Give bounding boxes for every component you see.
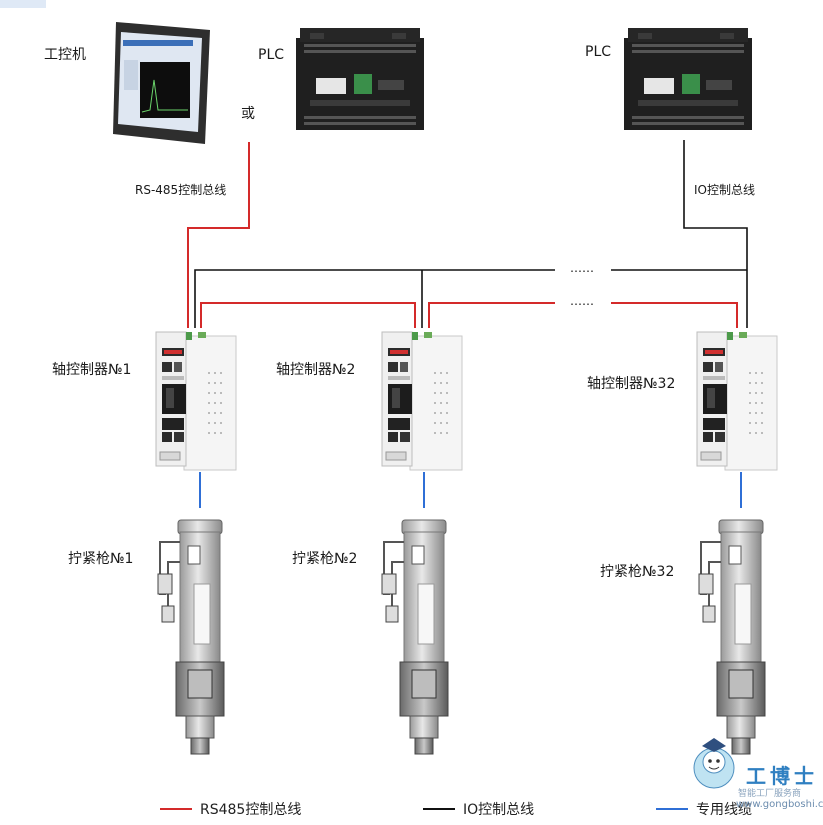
legend-swatch-io	[423, 808, 455, 810]
watermark-title: 工博士	[746, 764, 818, 788]
io-bus	[194, 140, 748, 328]
tool-label-2: 拧紧枪№2	[292, 551, 358, 567]
legend-rs485: RS485控制总线	[160, 800, 301, 818]
axis-controller-2-image	[381, 331, 463, 471]
watermark-subtitle: 智能工厂服务商	[738, 789, 802, 799]
ellipsis-bottom: ……	[570, 294, 594, 308]
plc-right-label: PLC	[585, 44, 612, 60]
tool-label-32: 拧紧枪№32	[600, 564, 675, 580]
industrial-pc-image	[113, 22, 210, 144]
nutrunner-2-image	[381, 519, 449, 755]
controller-label-2: 轴控制器№2	[276, 362, 356, 378]
tool-label-1: 拧紧枪№1	[68, 551, 134, 567]
io-bus-label: IO控制总线	[694, 183, 755, 197]
watermark-url: www.gongboshi.com	[736, 799, 823, 810]
legend-swatch-cable	[656, 808, 688, 810]
rs485-bus-label: RS-485控制总线	[135, 183, 227, 197]
corner-tab	[0, 0, 46, 8]
controller-label-1: 轴控制器№1	[52, 362, 132, 378]
or-label: 或	[241, 106, 255, 122]
controller-label-32: 轴控制器№32	[587, 376, 676, 392]
axis-controller-1-image	[155, 331, 237, 471]
rs485-bus	[187, 142, 738, 328]
legend-io: IO控制总线	[423, 800, 534, 818]
legend-swatch-rs485	[160, 808, 192, 810]
plc-left-label: PLC	[258, 47, 285, 63]
mascot-logo	[693, 738, 735, 789]
ipc-label: 工控机	[44, 47, 86, 63]
legend-text-cable: 专用线缆	[696, 802, 752, 818]
plc-right-image	[624, 28, 752, 130]
ellipsis-top: ……	[570, 261, 594, 275]
legend-text-rs485: RS485控制总线	[200, 802, 302, 818]
legend-text-io: IO控制总线	[463, 802, 535, 818]
nutrunner-1-image	[157, 519, 225, 755]
legend-cable: 专用线缆	[656, 800, 752, 818]
dedicated-cables	[199, 472, 742, 508]
plc-left-image	[296, 28, 424, 130]
axis-controller-32-image	[696, 331, 778, 471]
nutrunner-32-image	[698, 519, 766, 755]
